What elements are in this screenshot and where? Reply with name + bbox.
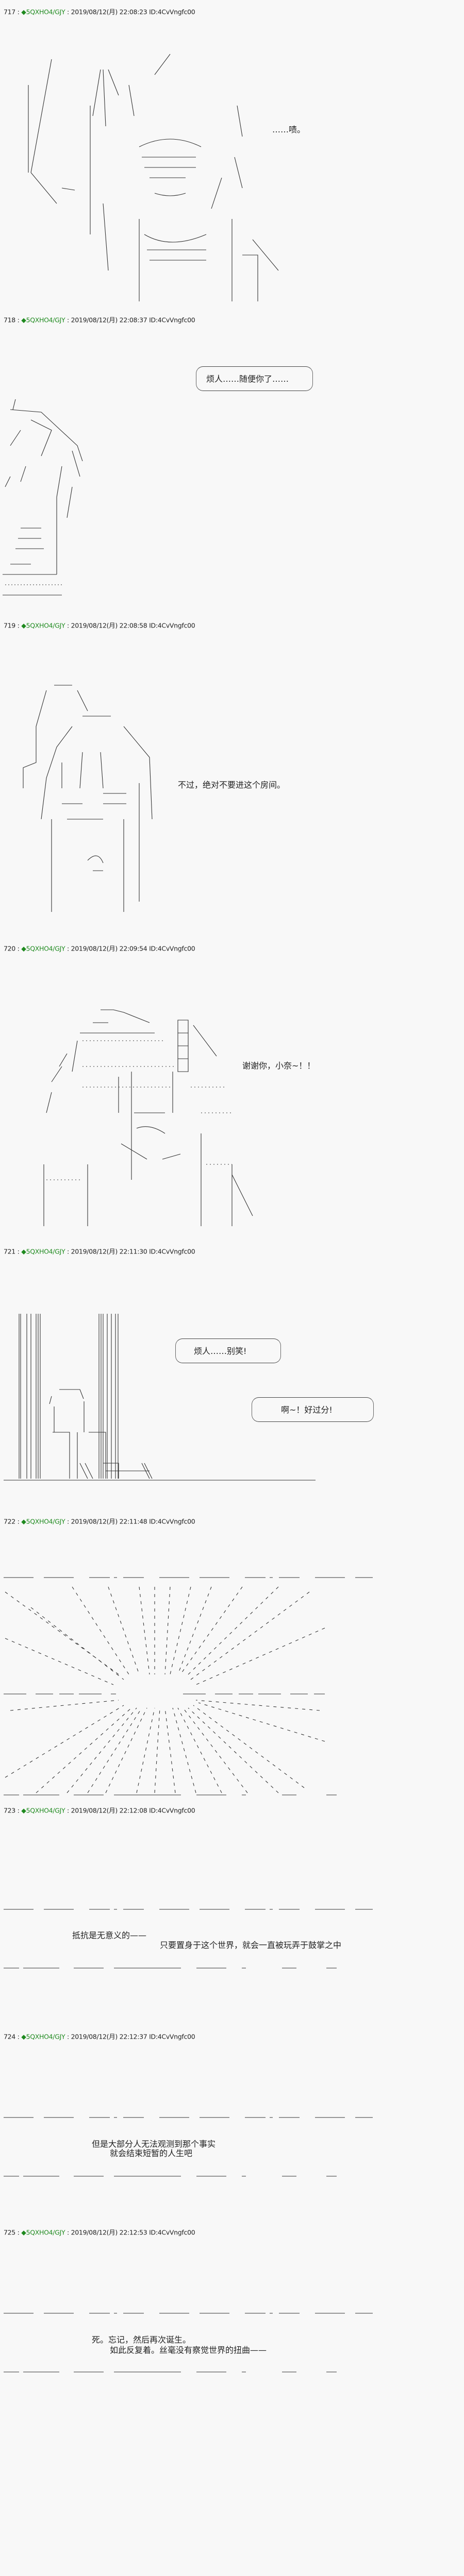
speech-bubble [175, 1338, 281, 1363]
tripcode: 5QXHO4/GJY [26, 316, 65, 324]
post-date: 2019/08/12(月) 22:12:08 [71, 1806, 147, 1815]
post-header: 719 : ◆5QXHO4/GJY : 2019/08/12(月) 22:08:… [4, 620, 195, 630]
post-date: 2019/08/12(月) 22:09:54 [71, 944, 147, 953]
post-number[interactable]: 725 [4, 2228, 15, 2236]
post-header: 724 : ◆5QXHO4/GJY : 2019/08/12(月) 22:12:… [4, 2031, 195, 2041]
post-date: 2019/08/12(月) 22:12:37 [71, 2032, 147, 2041]
diamond-icon: ◆ [21, 2228, 26, 2236]
post-header: 721 : ◆5QXHO4/GJY : 2019/08/12(月) 22:11:… [4, 1246, 195, 1256]
tripcode: 5QXHO4/GJY [26, 944, 65, 953]
separator: : [15, 8, 22, 16]
separator: : [15, 1806, 22, 1815]
post-header: 722 : ◆5QXHO4/GJY : 2019/08/12(月) 22:11:… [4, 1516, 195, 1526]
post-id: ID:4CvVngfc00 [149, 1247, 195, 1256]
post-number[interactable]: 723 [4, 1806, 15, 1815]
diamond-icon: ◆ [21, 8, 26, 16]
post-header: 725 : ◆5QXHO4/GJY : 2019/08/12(月) 22:12:… [4, 2227, 195, 2237]
dialogue-text: 烦人……别笑! [194, 1346, 247, 1356]
post-id: ID:4CvVngfc00 [149, 621, 195, 630]
separator: : [15, 2032, 22, 2041]
post-number[interactable]: 720 [4, 944, 15, 953]
post-id: ID:4CvVngfc00 [149, 8, 195, 16]
separator: : [65, 8, 71, 16]
tripcode: 5QXHO4/GJY [26, 1517, 65, 1526]
post-id: ID:4CvVngfc00 [149, 1806, 195, 1815]
tripcode: 5QXHO4/GJY [26, 1806, 65, 1815]
ascii-art-room-pillars [4, 1314, 316, 1481]
separator: : [65, 2228, 71, 2236]
post-number[interactable]: 717 [4, 8, 15, 16]
ascii-art-girl-front [23, 685, 153, 912]
dialogue-text: 谢谢你，小奈~！！ [242, 1061, 316, 1071]
thread-page: 717 : ◆5QXHO4/GJY : 2019/08/12(月) 22:08:… [3, 7, 374, 2372]
separator: : [65, 2032, 71, 2041]
separator: : [65, 316, 71, 324]
post-id: ID:4CvVngfc00 [149, 2228, 195, 2236]
dialogue-text: 烦人……随便你了…… [206, 374, 289, 384]
diamond-icon: ◆ [21, 1247, 26, 1256]
post-number[interactable]: 719 [4, 621, 15, 630]
dashed-frame [4, 2313, 373, 2372]
separator: : [15, 621, 22, 630]
dialogue-text: 啊~！好过分! [281, 1405, 333, 1415]
diamond-icon: ◆ [21, 944, 26, 953]
post-header: 720 : ◆5QXHO4/GJY : 2019/08/12(月) 22:09:… [4, 943, 195, 953]
post-number[interactable]: 718 [4, 316, 15, 324]
post-header: 718 : ◆5QXHO4/GJY : 2019/08/12(月) 22:08:… [4, 315, 195, 325]
post-id: ID:4CvVngfc00 [149, 2032, 195, 2041]
separator: : [15, 2228, 22, 2236]
diamond-icon: ◆ [21, 1517, 26, 1526]
separator: : [15, 944, 22, 953]
post-number[interactable]: 724 [4, 2032, 15, 2041]
separator: : [65, 944, 71, 953]
post-number[interactable]: 721 [4, 1247, 15, 1256]
tripcode: 5QXHO4/GJY [26, 621, 65, 630]
tripcode: 5QXHO4/GJY [26, 2228, 65, 2236]
diamond-icon: ◆ [21, 621, 26, 630]
separator: : [65, 621, 71, 630]
dashed-frame [4, 2117, 373, 2177]
tripcode: 5QXHO4/GJY [26, 2032, 65, 2041]
ascii-art-girl-hat [28, 54, 279, 301]
post-date: 2019/08/12(月) 22:08:58 [71, 621, 147, 630]
narration-text: 就会结束短暂的人生吧 [110, 2148, 193, 2158]
post-date: 2019/08/12(月) 22:11:48 [71, 1517, 147, 1526]
separator: : [65, 1517, 71, 1526]
separator: : [65, 1247, 71, 1256]
post-date: 2019/08/12(月) 22:12:53 [71, 2228, 147, 2236]
speech-bubble [252, 1397, 374, 1422]
post-id: ID:4CvVngfc00 [149, 944, 195, 953]
post-id: ID:4CvVngfc00 [149, 1517, 195, 1526]
tripcode: 5QXHO4/GJY [26, 1247, 65, 1256]
ascii-art-girl-side [3, 399, 83, 596]
post-header: 717 : ◆5QXHO4/GJY : 2019/08/12(月) 22:08:… [4, 7, 195, 16]
post-header: 723 : ◆5QXHO4/GJY : 2019/08/12(月) 22:12:… [4, 1805, 195, 1815]
post-date: 2019/08/12(月) 22:08:23 [71, 8, 147, 16]
separator: : [15, 316, 22, 324]
narration-text: 抵抗是无意义的—— [72, 1930, 147, 1940]
separator: : [65, 1806, 71, 1815]
ascii-art-radial-burst [4, 1577, 373, 1795]
narration-text: 只要置身于这个世界，就会一直被玩弄于鼓掌之中 [160, 1940, 342, 1950]
tripcode: 5QXHO4/GJY [26, 8, 65, 16]
narration-text: 死。忘记，然后再次诞生。 [92, 2335, 191, 2345]
post-date: 2019/08/12(月) 22:08:37 [71, 316, 147, 324]
ascii-art-girl-headband [43, 1009, 253, 1226]
post-id: ID:4CvVngfc00 [149, 316, 195, 324]
post-number[interactable]: 722 [4, 1517, 15, 1526]
dashed-frame [4, 1909, 373, 1969]
dialogue-text: 不过，绝对不要进这个房间。 [178, 780, 286, 790]
speech-bubble [196, 366, 313, 391]
separator: : [15, 1517, 22, 1526]
diamond-icon: ◆ [21, 1806, 26, 1815]
diamond-icon: ◆ [21, 316, 26, 324]
dialogue-text: ……啧。 [272, 125, 306, 134]
post-date: 2019/08/12(月) 22:11:30 [71, 1247, 147, 1256]
narration-text: 如此反复着。丝毫没有察觉世界的扭曲—— [110, 2345, 267, 2355]
narration-text: 但是大部分人无法观测到那个事实 [92, 2139, 216, 2149]
diamond-icon: ◆ [21, 2032, 26, 2041]
separator: : [15, 1247, 22, 1256]
